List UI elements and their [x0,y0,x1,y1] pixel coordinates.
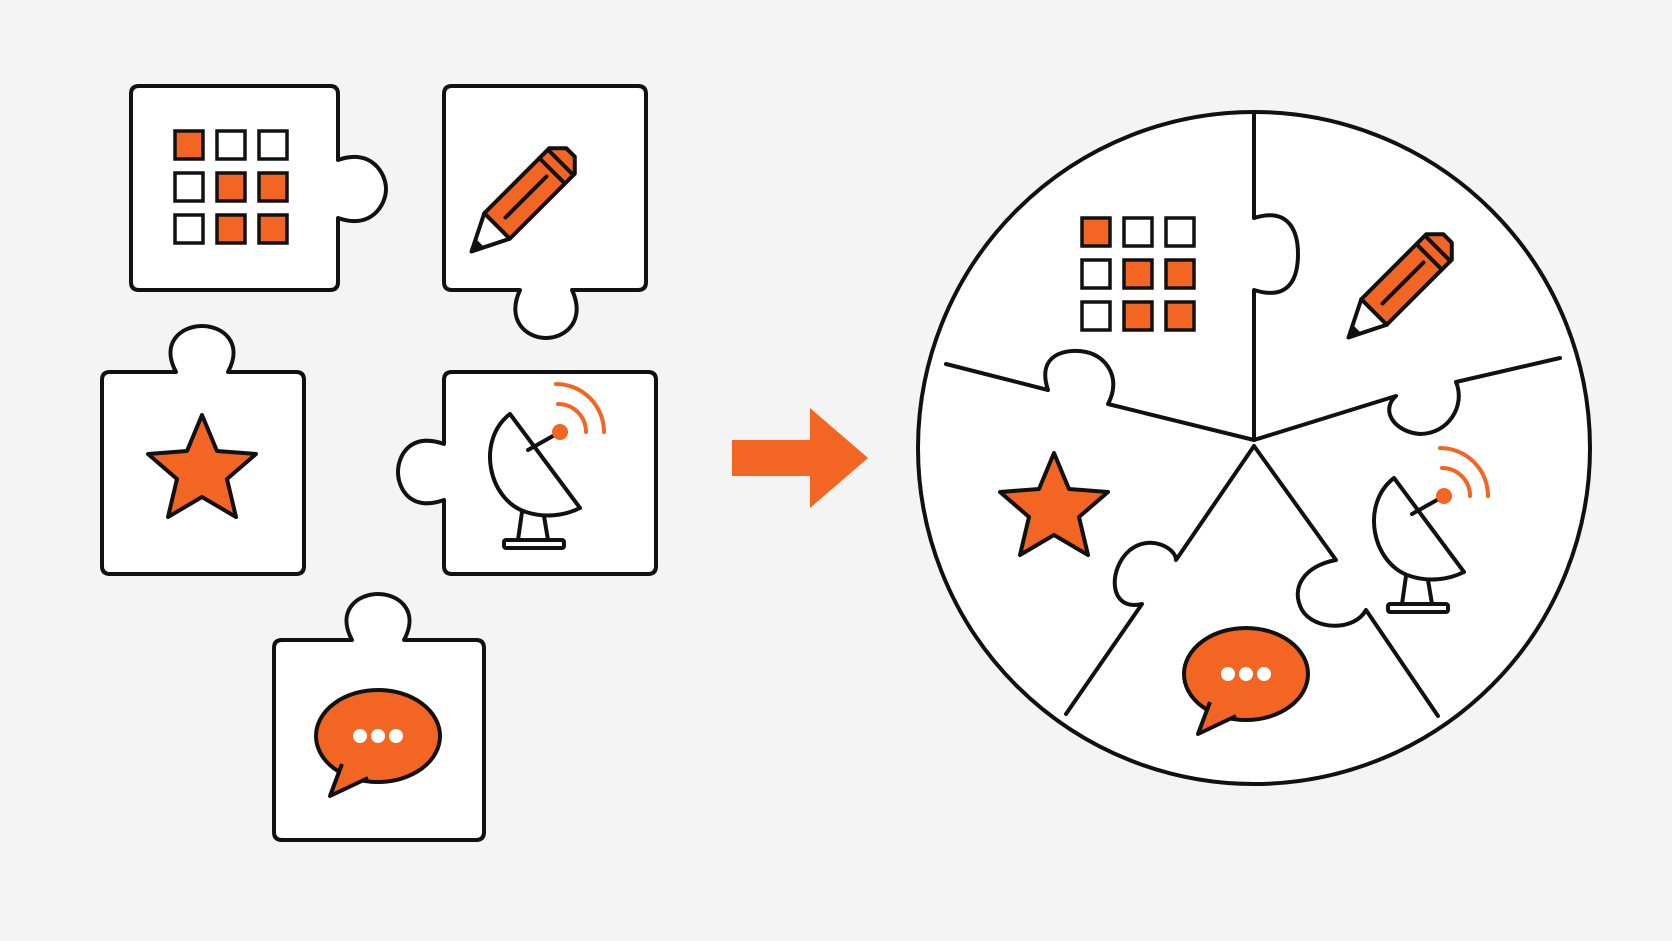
satellite-puzzle-piece [396,370,658,576]
grid-cell [173,213,205,245]
star-puzzle-piece [100,324,306,576]
grid-icon [1080,216,1196,332]
grid-cell [1080,258,1112,290]
grid-puzzle-piece [129,84,388,292]
grid-cell [1164,216,1196,248]
grid-cell [257,171,289,203]
grid-cell [215,171,247,203]
divider-top [1252,110,1300,442]
grid-cell [173,129,205,161]
grid-cell [1080,216,1112,248]
grid-cell [1122,300,1154,332]
divider-upper-right [1252,356,1562,442]
assembled-circle [916,110,1592,786]
divider-lower-right [1252,444,1440,718]
grid-cell [173,171,205,203]
grid-cell [257,213,289,245]
right-arrow-icon [732,408,868,508]
pencil-puzzle-piece [442,84,648,340]
grid-cell [215,129,247,161]
divider-upper-left [944,348,1256,442]
grid-cell [1164,300,1196,332]
grid-cell [1164,258,1196,290]
grid-cell [1080,300,1112,332]
grid-cell [215,213,247,245]
grid-cell [257,129,289,161]
grid-icon [173,129,289,245]
grid-cell [1122,258,1154,290]
divider-lower-left [1064,444,1256,716]
grid-cell [1122,216,1154,248]
chat-puzzle-piece [272,592,486,842]
